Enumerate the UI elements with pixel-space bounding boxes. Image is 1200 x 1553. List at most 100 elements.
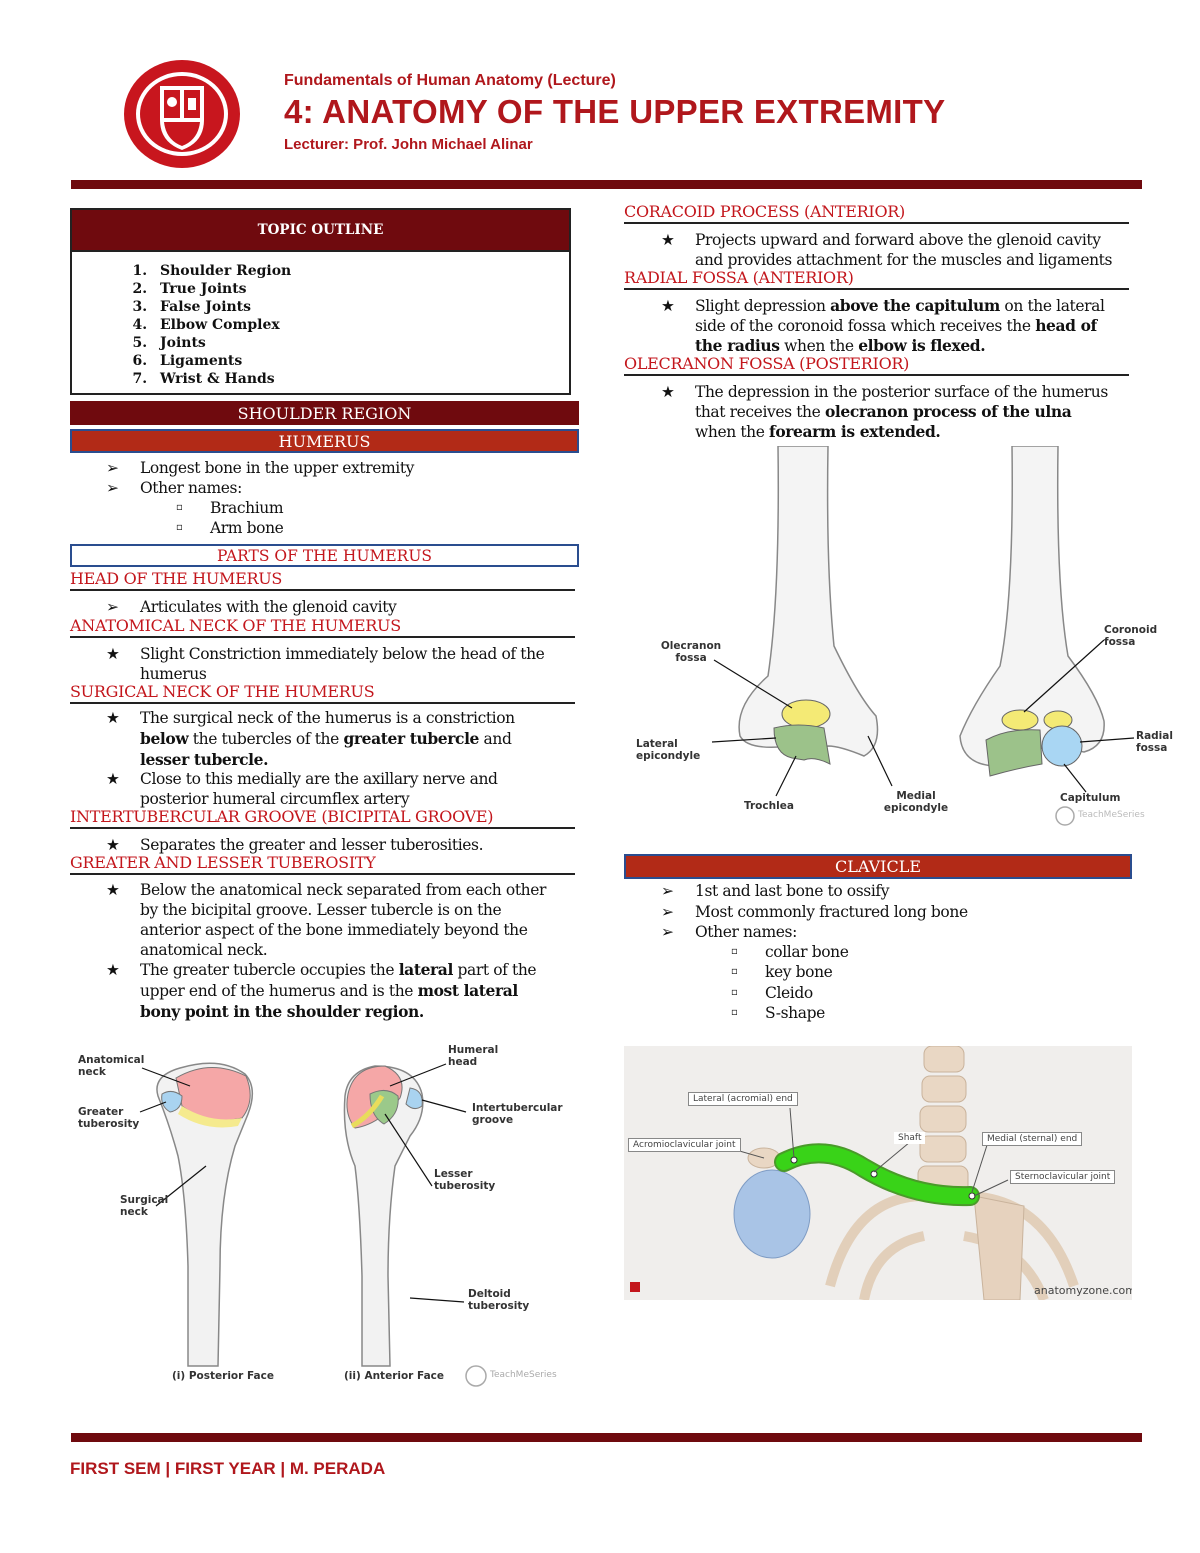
label-intertubercular-groove: Intertubercular groove [472, 1102, 563, 1126]
star-bullet-icon: ★ [661, 383, 675, 401]
star-bullet-icon: ★ [106, 881, 120, 899]
arrow-bullet-icon: ➢ [106, 598, 119, 616]
star-bullet-icon: ★ [106, 709, 120, 727]
sub-bullet-item: ▫ Arm bone [176, 519, 284, 537]
footer-text: FIRST SEM | FIRST YEAR | M. PERADA [70, 1459, 386, 1478]
section-title: OLECRANON FOSSA (POSTERIOR) [624, 354, 1129, 376]
humerus-heading: HUMERUS [70, 429, 579, 453]
label-lateral-end: Lateral (acromial) end [688, 1092, 798, 1106]
outline-item: Wrist & Hands [152, 370, 569, 388]
star-item: ★ Close to this medially are the axillar… [106, 770, 498, 808]
section-title: CORACOID PROCESS (ANTERIOR) [624, 202, 1129, 224]
star-item: ★ Slight Constriction immediately below … [106, 645, 545, 683]
star-item: ★ Below the anatomical neck separated fr… [106, 881, 547, 959]
bullet-item: ➢ Longest bone in the upper extremity [106, 459, 415, 477]
star-item: ★ Projects upward and forward above the … [661, 231, 1113, 269]
arrow-bullet-icon: ➢ [661, 882, 674, 900]
outline-item: False Joints [152, 298, 569, 316]
label-ac-joint: Acromioclavicular joint [628, 1138, 741, 1152]
source-credit: anatomyzone.com [1034, 1284, 1132, 1297]
clavicle-heading: CLAVICLE [624, 854, 1132, 879]
label-lateral-epicondyle: Lateral epicondyle [636, 738, 701, 762]
shoulder-region-heading: SHOULDER REGION [70, 401, 579, 425]
page-title: 4: ANATOMY OF THE UPPER EXTREMITY [284, 93, 946, 130]
sub-bullet-item: ▫ Cleido [731, 984, 813, 1002]
arrow-bullet-icon: ➢ [106, 479, 119, 497]
section-title: HEAD OF THE HUMERUS [70, 569, 575, 591]
topic-outline-heading: TOPIC OUTLINE [72, 210, 569, 252]
bullet-item: ➢ 1st and last bone to ossify [661, 882, 890, 900]
square-bullet-icon: ▫ [731, 987, 738, 998]
lecturer-name: Lecturer: Prof. John Michael Alinar [284, 136, 533, 153]
star-item: ★ The surgical neck of the humerus is a … [106, 709, 515, 769]
teachmeseries-watermark: TeachMeSeries [490, 1370, 557, 1380]
square-bullet-icon: ▫ [176, 522, 183, 533]
bullet-item: ➢ Other names: [661, 923, 797, 941]
clavicle-figure: Lateral (acromial) end Acromioclavicular… [624, 1046, 1132, 1300]
section-title: INTERTUBERCULAR GROOVE (BICIPITAL GROOVE… [70, 807, 575, 829]
section-title: RADIAL FOSSA (ANTERIOR) [624, 268, 1129, 290]
distal-humerus-illustration [711, 446, 1135, 826]
star-bullet-icon: ★ [661, 231, 675, 249]
square-bullet-icon: ▫ [176, 502, 183, 513]
label-posterior-face: (i) Posterior Face [172, 1370, 274, 1382]
label-shaft: Shaft [894, 1132, 926, 1144]
star-bullet-icon: ★ [106, 645, 120, 663]
sub-bullet-item: ▫ collar bone [731, 943, 849, 961]
sub-bullet-item: ▫ S-shape [731, 1004, 825, 1022]
star-bullet-icon: ★ [106, 770, 120, 788]
label-anterior-face: (ii) Anterior Face [344, 1370, 445, 1382]
bottom-divider [71, 1433, 1142, 1442]
university-seal-logo [124, 60, 240, 168]
label-sc-joint: Sternoclavicular joint [1010, 1170, 1116, 1184]
sub-bullet-item: ▫ key bone [731, 963, 833, 981]
outline-item: Ligaments [152, 352, 569, 370]
outline-item: Shoulder Region [152, 262, 569, 280]
square-bullet-icon: ▫ [731, 966, 738, 977]
distal-humerus-figure: Olecranon fossa Lateral epicondyle Troch… [628, 446, 1173, 832]
section-title: ANATOMICAL NECK OF THE HUMERUS [70, 616, 575, 638]
label-deltoid-tuberosity: Deltoid tuberosity [468, 1288, 530, 1312]
label-anatomical-neck: Anatomical neck [78, 1054, 145, 1078]
label-greater-tuberosity: Greater tuberosity [78, 1106, 140, 1130]
section-title: SURGICAL NECK OF THE HUMERUS [70, 682, 575, 704]
arrow-bullet-icon: ➢ [661, 923, 674, 941]
label-surgical-neck: Surgical neck [120, 1194, 169, 1218]
topic-outline-box: TOPIC OUTLINE Shoulder Region True Joint… [70, 208, 571, 395]
humerus-figure: Anatomical neck Greater tuberosity Surgi… [70, 1036, 590, 1392]
top-divider [71, 180, 1142, 189]
outline-item: Joints [152, 334, 569, 352]
bullet-item: ➢ Most commonly fractured long bone [661, 903, 968, 921]
label-coronoid-fossa: Coronoid fossa [1104, 624, 1158, 648]
star-bullet-icon: ★ [661, 297, 675, 315]
topic-outline-list: Shoulder Region True Joints False Joints… [72, 262, 569, 388]
arrow-bullet-icon: ➢ [106, 459, 119, 477]
star-item: ★ The greater tubercle occupies the late… [106, 960, 537, 1021]
label-medial-epicondyle: Medial epicondyle [883, 790, 949, 814]
sub-bullet-item: ▫ Brachium [176, 499, 284, 517]
label-medial-end: Medial (sternal) end [982, 1132, 1083, 1146]
star-bullet-icon: ★ [106, 961, 120, 979]
bullet-item: ➢ Other names: [106, 479, 242, 497]
star-item: ★ Separates the greater and lesser tuber… [106, 836, 484, 854]
label-radial-fossa: Radial fossa [1136, 730, 1173, 754]
parts-of-humerus-heading: PARTS OF THE HUMERUS [70, 544, 579, 567]
star-bullet-icon: ★ [106, 836, 120, 854]
star-item: ★ The depression in the posterior surfac… [661, 383, 1108, 441]
course-name: Fundamentals of Human Anatomy (Lecture) [284, 72, 616, 89]
square-bullet-icon: ▫ [731, 1007, 738, 1018]
humerus-illustration [139, 1062, 487, 1387]
label-olecranon-fossa: Olecranon fossa [660, 640, 722, 664]
square-bullet-icon: ▫ [731, 946, 738, 957]
label-trochlea: Trochlea [744, 800, 794, 812]
star-item: ★ Slight depression above the capitulum … [661, 296, 1105, 355]
outline-item: Elbow Complex [152, 316, 569, 334]
bullet-item: ➢ Articulates with the glenoid cavity [106, 598, 397, 616]
teachmeseries-watermark: TeachMeSeries [1078, 810, 1145, 820]
arrow-bullet-icon: ➢ [661, 903, 674, 921]
section-title: GREATER AND LESSER TUBEROSITY [70, 853, 575, 875]
label-humeral-head: Humeral head [448, 1044, 499, 1068]
label-capitulum: Capitulum [1060, 792, 1121, 804]
label-lesser-tuberosity: Lesser tuberosity [434, 1168, 496, 1192]
outline-item: True Joints [152, 280, 569, 298]
